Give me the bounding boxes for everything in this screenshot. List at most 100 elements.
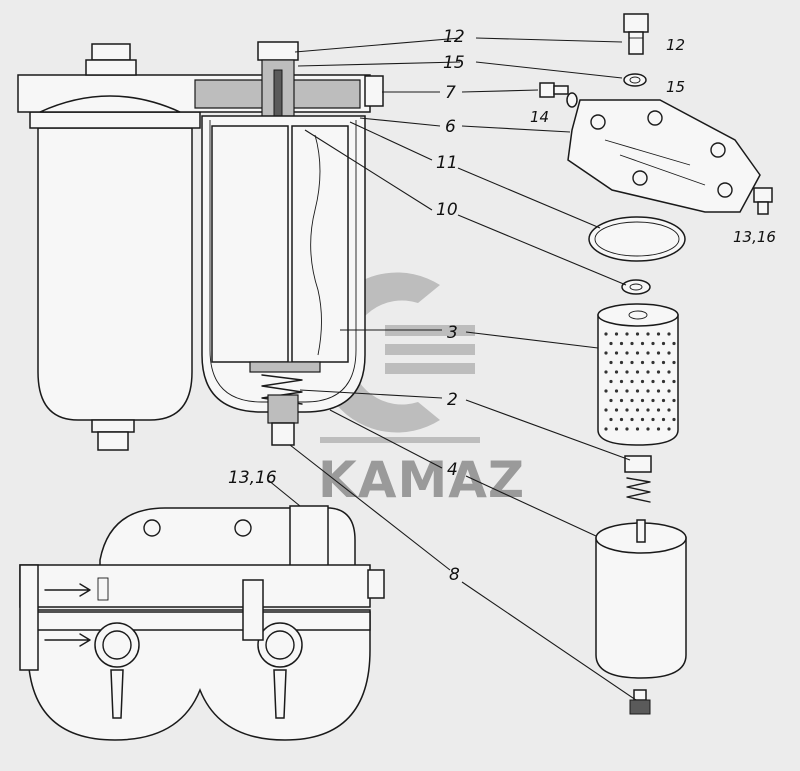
perforation-dot xyxy=(614,408,619,412)
perforation-dot xyxy=(656,408,661,412)
perforation-dot xyxy=(609,360,613,365)
perforation-dot xyxy=(630,417,634,422)
callout-labels: 12 15 7 6 11 10 3 2 4 8 13,16 xyxy=(228,27,465,585)
perforation-dot xyxy=(672,379,676,384)
part-labels: 12 15 14 13,16 xyxy=(530,36,776,246)
perforation-dot xyxy=(661,398,666,403)
perforation-dot xyxy=(635,427,640,431)
part-label-12: 12 xyxy=(666,36,685,54)
perforation-dot xyxy=(630,341,634,346)
callout-4: 4 xyxy=(447,460,458,480)
filter-perforations xyxy=(604,332,676,431)
callout-12: 12 xyxy=(443,27,465,47)
perforation-dot xyxy=(672,417,676,422)
perforation-dot xyxy=(604,351,608,355)
bottom-plan-view xyxy=(19,505,385,741)
perforation-dot xyxy=(635,389,640,393)
perforation-dot xyxy=(609,417,613,422)
perforation-dot xyxy=(619,360,624,365)
right-filter-bowl xyxy=(201,115,366,446)
perforation-dot xyxy=(651,360,655,365)
perforation-dot xyxy=(640,379,645,384)
filter-head xyxy=(17,41,384,121)
perforation-dot xyxy=(646,370,650,374)
callout-13-16: 13,16 xyxy=(228,468,277,488)
perforation-dot xyxy=(651,417,655,422)
drain-plug-8 xyxy=(629,689,651,715)
perforation-dot xyxy=(646,351,650,355)
perforation-dot xyxy=(672,398,676,403)
perforation-dot xyxy=(640,360,645,365)
perforation-dot xyxy=(661,341,666,346)
callout-6: 6 xyxy=(445,117,456,137)
perforation-dot xyxy=(640,417,645,422)
perforation-dot xyxy=(630,398,634,403)
part-label-15: 15 xyxy=(666,78,685,96)
perforation-dot xyxy=(635,332,640,336)
perforation-dot xyxy=(614,351,619,355)
callout-3: 3 xyxy=(447,323,458,343)
perforation-dot xyxy=(672,341,676,346)
perforation-dot xyxy=(656,351,661,355)
perforation-dot xyxy=(625,408,629,412)
perforation-dot xyxy=(661,360,666,365)
perforation-dot xyxy=(656,332,661,336)
gasket-10 xyxy=(621,279,651,295)
perforation-dot xyxy=(635,370,640,374)
part-label-13-16: 13,16 xyxy=(733,228,776,246)
perforation-dot xyxy=(614,389,619,393)
perforation-dot xyxy=(604,370,608,374)
perforation-dot xyxy=(651,379,655,384)
perforation-dot xyxy=(625,389,629,393)
perforation-dot xyxy=(635,408,640,412)
perforation-dot xyxy=(656,427,661,431)
perforation-dot xyxy=(656,370,661,374)
filter-bowl-4 xyxy=(595,519,687,679)
perforation-dot xyxy=(646,332,650,336)
logo-text: KAMAZ xyxy=(318,451,525,509)
perforation-dot xyxy=(667,389,671,393)
bolt-12 xyxy=(623,13,649,55)
perforation-dot xyxy=(672,360,676,365)
leader-lines xyxy=(267,37,637,701)
bolt-7 xyxy=(539,82,578,108)
perforation-dot xyxy=(667,427,671,431)
perforation-dot xyxy=(646,427,650,431)
plug-13-16 xyxy=(753,187,773,215)
filter-cover-6 xyxy=(567,99,761,213)
part-label-14: 14 xyxy=(530,108,549,126)
perforation-dot xyxy=(646,389,650,393)
perforation-dot xyxy=(625,370,629,374)
perforation-dot xyxy=(614,370,619,374)
seal-ring-11 xyxy=(588,216,686,262)
perforation-dot xyxy=(646,408,650,412)
perforation-dot xyxy=(625,351,629,355)
perforation-dot xyxy=(630,360,634,365)
perforation-dot xyxy=(640,341,645,346)
callout-15: 15 xyxy=(443,53,465,73)
perforation-dot xyxy=(609,379,613,384)
perforation-dot xyxy=(635,351,640,355)
perforation-dot xyxy=(625,332,629,336)
spring-valve-2 xyxy=(624,455,652,503)
perforation-dot xyxy=(651,341,655,346)
filter-element-3 xyxy=(597,303,679,446)
perforation-dot xyxy=(614,427,619,431)
perforation-dot xyxy=(661,417,666,422)
perforation-dot xyxy=(667,332,671,336)
perforation-dot xyxy=(667,351,671,355)
left-filter-housing xyxy=(29,111,201,451)
callout-11: 11 xyxy=(436,153,458,173)
washer-15 xyxy=(623,73,647,87)
perforation-dot xyxy=(656,389,661,393)
perforation-dot xyxy=(609,341,613,346)
callout-8: 8 xyxy=(449,565,460,585)
perforation-dot xyxy=(604,427,608,431)
perforation-dot xyxy=(651,398,655,403)
perforation-dot xyxy=(619,398,624,403)
callout-10: 10 xyxy=(436,200,458,220)
perforation-dot xyxy=(667,370,671,374)
perforation-dot xyxy=(604,389,608,393)
